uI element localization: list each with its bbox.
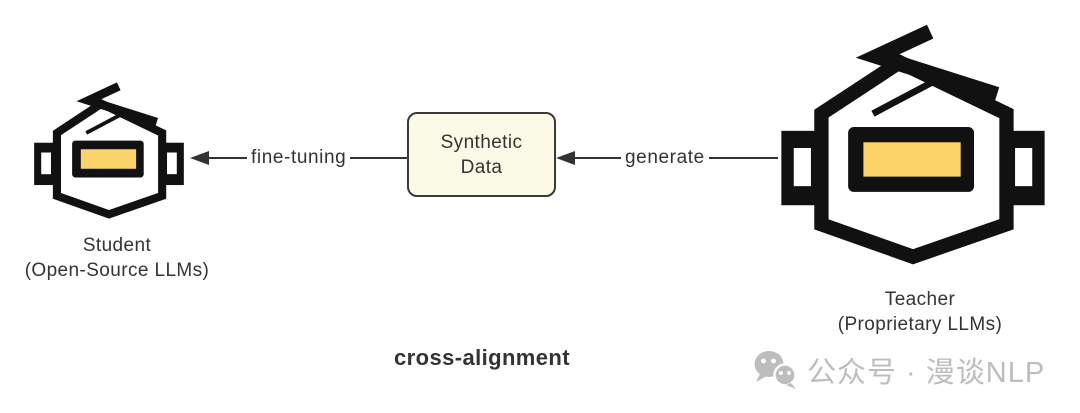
arrowhead-left-icon (190, 151, 209, 165)
watermark: 公众号 · 漫谈NLP (752, 349, 1045, 391)
synthetic-data-line1: Synthetic (440, 131, 523, 153)
diagram-title: cross-alignment (394, 345, 570, 370)
generate-label: generate (625, 147, 705, 168)
arrowhead-left-icon (556, 151, 575, 165)
synthetic-data-node: Synthetic Data (407, 112, 556, 197)
student-caption: Student (Open-Source LLMs) (7, 233, 227, 283)
student-robot-icon (33, 82, 185, 223)
generate-arrow: generate (556, 146, 778, 170)
wechat-icon (754, 351, 797, 389)
teacher-robot-icon (778, 24, 1048, 272)
arrow-line (708, 156, 778, 160)
fine-tuning-label: fine-tuning (251, 147, 347, 168)
arrow-line (350, 156, 407, 160)
watermark-text: 公众号 · 漫谈NLP (807, 357, 1046, 389)
arrow-line (575, 156, 621, 160)
student-subtitle: (Open-Source LLMs) (24, 260, 210, 281)
fine-tuning-arrow: fine-tuning (190, 146, 407, 170)
teacher-subtitle: (Proprietary LLMs) (837, 314, 1003, 335)
teacher-caption: Teacher (Proprietary LLMs) (795, 287, 1045, 337)
student-title: Student (82, 235, 152, 256)
teacher-title: Teacher (884, 289, 956, 310)
arrow-line (209, 156, 247, 160)
synthetic-data-line2: Data (460, 156, 503, 178)
